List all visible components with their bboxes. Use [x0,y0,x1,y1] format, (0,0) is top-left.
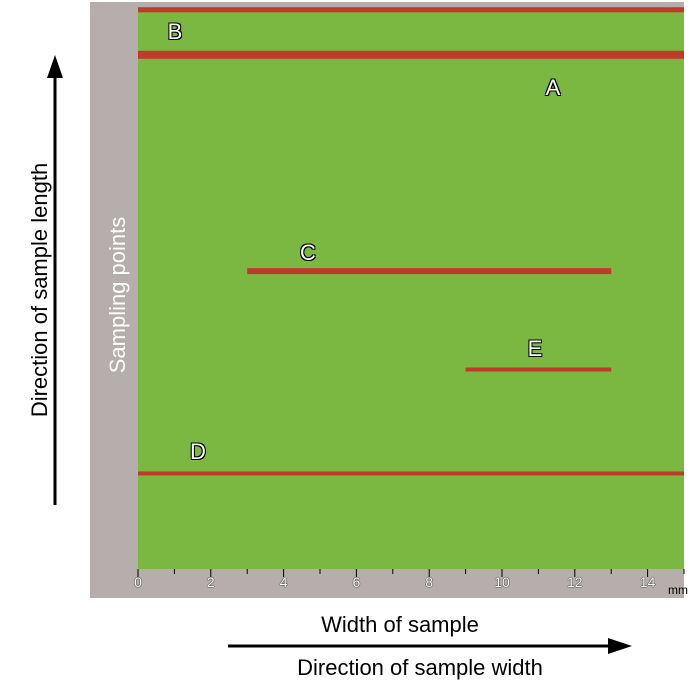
length-arrow-head [47,55,63,78]
x-axis-label: Width of sample [321,612,479,637]
width-direction-label: Direction of sample width [297,655,543,680]
x-tick-label: 2 [206,574,215,590]
defect-label-C: C [300,240,316,265]
plot-area [138,7,684,569]
x-tick-label: 4 [279,574,288,590]
y-axis-label: Sampling points [105,216,130,374]
defect-band-D [138,471,684,476]
defect-label-D: D [190,439,206,464]
x-tick-label: 6 [352,574,361,590]
length-direction-label: Direction of sample length [27,162,52,418]
x-tick-label: 8 [425,574,434,590]
defect-label-B: B [167,19,183,44]
x-tick-label: 10 [494,574,510,590]
width-arrow-head [608,638,632,654]
defect-band-A [138,50,684,59]
defect-label-A: A [545,75,561,100]
defect-band-E [465,367,612,372]
tick-layer [137,569,685,577]
defect-band-C [247,268,612,275]
x-tick-label: 0 [134,574,142,590]
defect-band-B [138,7,684,13]
x-tick-label: 14 [639,574,656,590]
defect-layer [138,7,684,476]
x-axis-unit: mm [668,583,688,597]
defect-label-E: E [527,336,543,361]
x-tick-label: 12 [567,574,583,590]
